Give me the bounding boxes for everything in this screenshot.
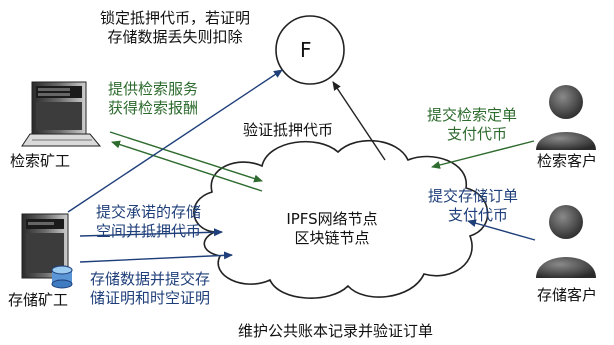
retrieval-client-arrow [431,140,535,169]
store-data-proof-line1: 存储数据并提交存 [90,270,211,288]
maintain-ledger-label: 维护公共账本记录并验证订单 [238,322,434,340]
submit-retrieval-order-label: 提交检索定单 支付代币 [427,106,517,144]
f-node-label: F [300,38,312,62]
storage-miner-label: 存储矿工 [8,291,69,309]
storage-miner-icon [21,213,73,289]
storage-miner-proof-arrow [79,251,233,263]
storage-client-label: 存储客户 [537,286,598,304]
lock-collateral-label: 锁定抵押代币，若证明 存储数据丢失则扣除 [80,9,270,47]
storage-miner-commitment-arrow [79,228,223,237]
storage-miner-to-f-arrow [67,69,283,213]
storage-client-icon [536,205,596,278]
submit-retrieval-order-line1: 提交检索定单 [427,106,518,124]
lock-collateral-line1: 锁定抵押代币，若证明 [99,9,250,27]
provide-retrieval-label: 提供检索服务 获得检索报酬 [108,80,198,118]
submit-retrieval-order-line2: 支付代币 [447,125,508,143]
storage-client-arrow [467,219,536,241]
provide-retrieval-line2: 获得检索报酬 [108,99,199,117]
submit-commitment-line2: 空间并抵押代币 [96,222,202,240]
network-cloud [193,139,489,299]
retrieval-miner-to-cloud-arrow [109,131,263,183]
store-data-proof-label: 存储数据并提交存 储证明和时空证明 [90,270,210,308]
retrieval-miner-icon [21,81,102,147]
network-label-line1: IPFS网络节点 [286,210,378,228]
store-data-proof-line2: 储证明和时空证明 [90,289,211,307]
submit-storage-order-label: 提交存储订单 支付代币 [428,187,518,225]
lock-collateral-line2: 存储数据丢失则扣除 [107,28,243,46]
f-node-circle [275,15,345,85]
submit-commitment-label: 提交承诺的存储 空间并抵押代币 [96,203,201,241]
submit-storage-order-line2: 支付代币 [448,206,509,224]
provide-retrieval-line1: 提供检索服务 [108,80,199,98]
submit-commitment-line1: 提交承诺的存储 [96,203,202,221]
submit-storage-order-line1: 提交存储订单 [428,187,519,205]
retrieval-client-icon [536,85,596,150]
network-label-line2: 区块链节点 [294,229,370,247]
verify-collateral-label: 验证抵押代币 [243,121,334,139]
retrieval-client-label: 检索客户 [537,152,598,170]
verify-collateral-arrow [332,81,386,161]
network-label: IPFS网络节点 区块链节点 [282,210,382,248]
cloud-to-retrieval-miner-arrow [111,140,263,192]
retrieval-miner-label: 检索矿工 [10,152,71,170]
